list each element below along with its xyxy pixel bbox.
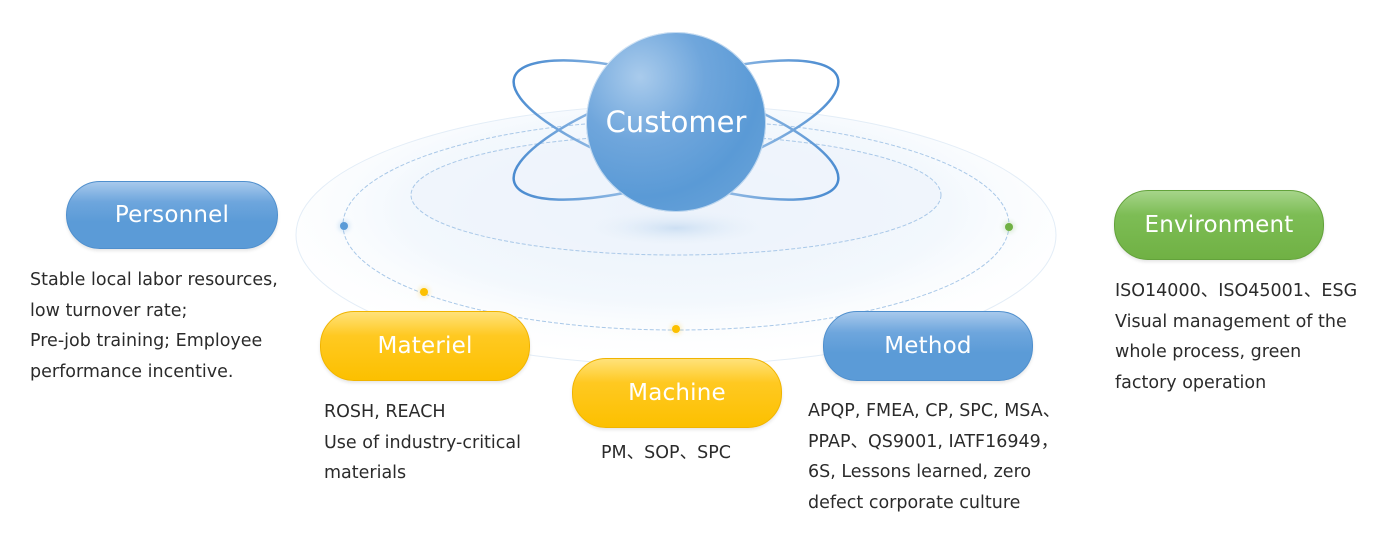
method-description: APQP, FMEA, CP, SPC, MSA、 PPAP、QS9001, I… [808, 396, 1060, 518]
orbit-dot-yellow [420, 288, 428, 296]
desc-line: 6S, Lessons learned, zero [808, 462, 1032, 482]
desc-line: defect corporate culture [808, 492, 1021, 513]
desc-line: Stable local labor resources, [30, 270, 278, 290]
desc-line: Pre-job training; Employee [30, 331, 263, 351]
desc-line: PM、SOP、SPC [601, 443, 731, 463]
desc-line: materials [324, 463, 407, 483]
machine-label: Machine [628, 380, 726, 406]
materiel-description: ROSH, REACH Use of industry-critical mat… [324, 397, 521, 489]
environment-pill: Environment [1114, 190, 1324, 260]
personnel-description: Stable local labor resources, low turnov… [30, 265, 278, 387]
desc-line: ROSH, REACH [324, 402, 446, 422]
desc-line: low turnover rate; [30, 300, 188, 321]
sphere-shadow [586, 210, 766, 246]
desc-line: APQP, FMEA, CP, SPC, MSA、 [808, 401, 1061, 421]
desc-line: ISO14000、ISO45001、ESG [1115, 281, 1358, 301]
method-pill: Method [823, 311, 1033, 381]
machine-description: PM、SOP、SPC [601, 438, 731, 469]
customer-sphere: Customer [586, 32, 766, 212]
orbit-dot-green [1005, 223, 1013, 231]
desc-line: performance incentive. [30, 361, 234, 382]
materiel-pill: Materiel [320, 311, 530, 381]
personnel-pill: Personnel [66, 181, 278, 249]
environment-label: Environment [1144, 212, 1294, 238]
desc-line: whole process, green [1115, 342, 1302, 362]
orbit-dot-blue [340, 222, 348, 230]
materiel-label: Materiel [377, 333, 473, 359]
desc-line: factory operation [1115, 372, 1267, 393]
machine-pill: Machine [572, 358, 782, 428]
environment-description: ISO14000、ISO45001、ESG Visual management … [1115, 276, 1357, 398]
desc-line: Visual management of the [1115, 311, 1347, 332]
desc-line: Use of industry-critical [324, 432, 521, 453]
method-label: Method [884, 333, 972, 359]
orbit-dot-yellow [672, 325, 680, 333]
customer-label: Customer [605, 105, 747, 139]
desc-line: PPAP、QS9001, IATF16949， [808, 431, 1059, 452]
personnel-label: Personnel [114, 202, 230, 228]
